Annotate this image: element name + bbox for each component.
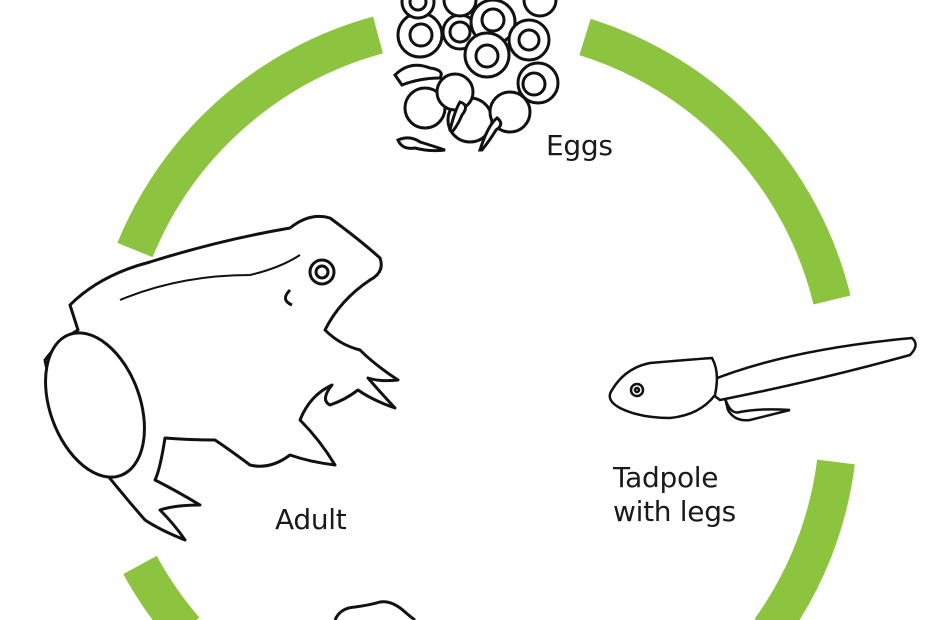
- arc-adult-to-eggs: [117, 16, 384, 258]
- stage-label-adult: Adult: [275, 503, 347, 536]
- tadpole-with-legs-icon: [608, 336, 917, 422]
- stage-label-tadpole-with-legs: Tadpole with legs: [613, 461, 736, 529]
- adult-frog-icon: [43, 214, 400, 542]
- froglet-icon: [333, 600, 416, 620]
- stage-label-line-2: with legs: [613, 495, 736, 528]
- arc-tadpole-to-froglet: [754, 459, 855, 620]
- stage-label-eggs: Eggs: [546, 129, 613, 162]
- frog-eggs-icon: [393, 0, 560, 153]
- stage-label-line-1: Tadpole: [613, 461, 719, 494]
- arc-eggs-to-tadpole: [579, 18, 851, 305]
- arc-froglet-to-adult: [123, 555, 200, 620]
